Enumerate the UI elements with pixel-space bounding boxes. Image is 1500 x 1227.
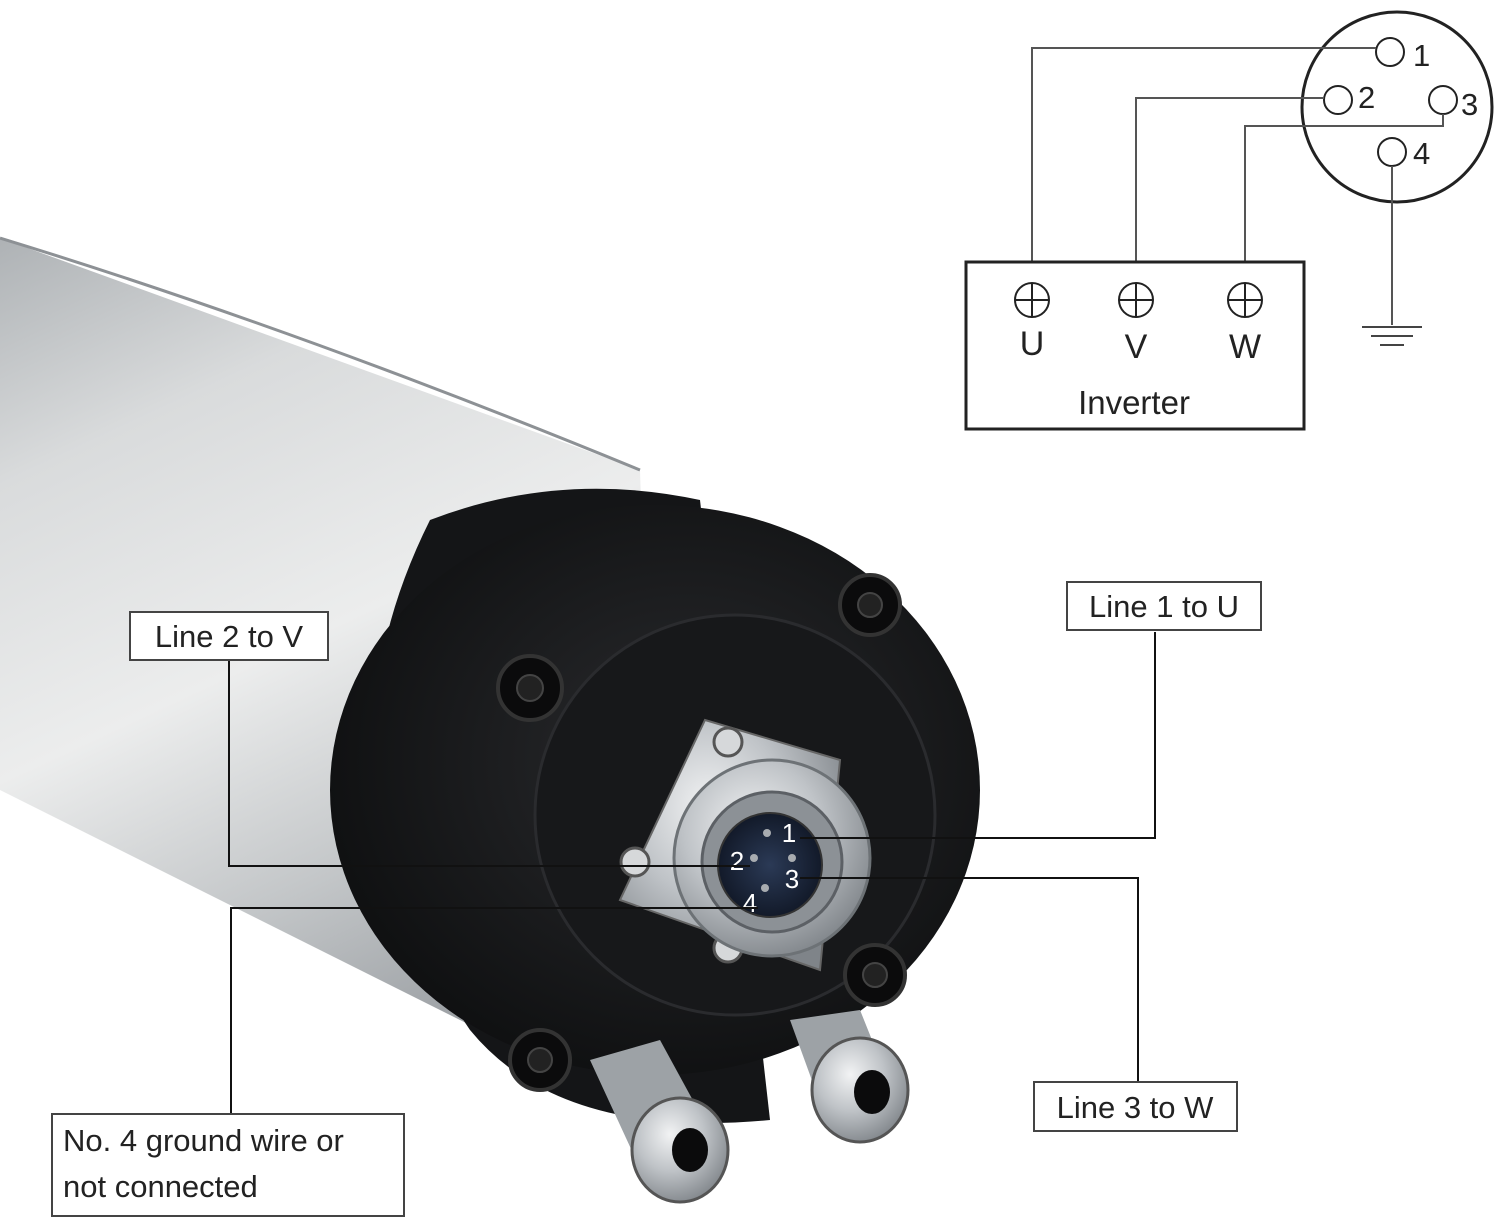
leader-lines	[228, 632, 1156, 1114]
callout-line-1: Line 1 to U	[1066, 581, 1262, 631]
terminal-u-icon	[1014, 282, 1050, 318]
pin-3-circle	[1428, 85, 1458, 115]
pin-3-label: 3	[1461, 87, 1478, 122]
pin-4-circle	[1377, 137, 1407, 167]
callout-line-3: Line 3 to W	[1033, 1081, 1238, 1132]
callout-line-2-text: Line 2 to V	[155, 619, 304, 654]
screw	[843, 943, 907, 1007]
connector-pin-3-label: 3	[785, 864, 799, 894]
pin-2-label: 2	[1358, 80, 1375, 115]
wire-pin1-to-u	[1031, 47, 1376, 265]
wire-pin3-to-w	[1244, 114, 1444, 265]
callout-line-1-text: Line 1 to U	[1089, 589, 1239, 624]
pin-1-label: 1	[1413, 38, 1430, 73]
connector-outline	[1300, 10, 1494, 204]
callout-line-4-text-b: not connected	[63, 1169, 258, 1204]
connector-pin-4-label: 4	[743, 888, 757, 918]
pinout-schematic: 1 2 3 4	[964, 10, 1494, 431]
screw	[496, 654, 564, 722]
connector-pin-2-label: 2	[730, 846, 744, 876]
pin-2-circle	[1323, 85, 1353, 115]
leader-line-1	[800, 632, 1156, 839]
callout-line-3-text: Line 3 to W	[1057, 1090, 1215, 1125]
leader-line-3	[800, 877, 1139, 1082]
end-cap-screws	[496, 573, 907, 1092]
ground-symbol-icon	[1362, 326, 1422, 346]
leader-line-2	[228, 660, 750, 867]
inverter-label: Inverter	[1078, 384, 1190, 421]
pin-1-circle	[1375, 37, 1405, 67]
inverter-box: U V W Inverter	[964, 260, 1306, 431]
leader-line-4	[230, 907, 758, 1114]
callout-line-2: Line 2 to V	[129, 611, 329, 661]
coolant-fitting	[590, 1040, 730, 1204]
callout-line-4-text-a: No. 4 ground wire or	[63, 1123, 344, 1158]
screw	[838, 573, 902, 637]
coolant-fitting	[790, 1010, 910, 1144]
pin-4-label: 4	[1413, 136, 1430, 171]
terminal-w-icon	[1227, 282, 1263, 318]
connector-pin-1-label: 1	[782, 818, 796, 848]
callout-line-4: No. 4 ground wire or not connected	[51, 1113, 405, 1217]
wire-pin2-to-v	[1135, 97, 1324, 265]
screw	[508, 1028, 572, 1092]
terminal-v-label: V	[1125, 328, 1148, 366]
terminal-u-label: U	[1020, 325, 1045, 363]
terminal-v-icon	[1118, 282, 1154, 318]
terminal-w-label: W	[1229, 328, 1261, 366]
